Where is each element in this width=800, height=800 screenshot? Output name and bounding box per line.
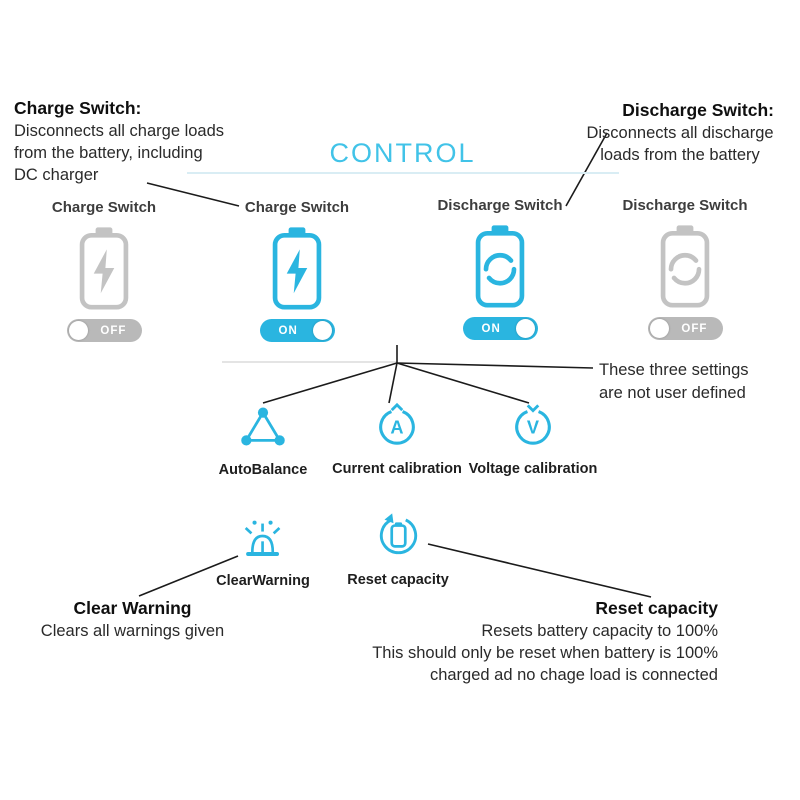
annotation-line: from the battery, including: [14, 144, 203, 162]
reset-capacity-control[interactable]: Reset capacity: [330, 512, 466, 588]
current-calibration-letter: A: [390, 418, 403, 438]
current-calibration-label: Current calibration: [332, 461, 462, 477]
autobalance-icon: [241, 407, 285, 446]
clear-warning-control[interactable]: ClearWarning: [195, 512, 331, 589]
toggle-knob: [516, 319, 535, 338]
discharge-switch-off-block: Discharge Switch OFF: [610, 197, 760, 340]
discharge-switch-annotation: Discharge Switch: Disconnects all discha…: [586, 98, 774, 166]
annotation-heading: Clear Warning: [73, 598, 192, 618]
clear-warning-annotation: Clear Warning Clears all warnings given: [35, 596, 230, 642]
line-fan-voltage: [396, 362, 530, 404]
annotation-line: Disconnects all discharge: [586, 124, 774, 142]
toggle-state-label: ON: [278, 324, 298, 337]
voltage-calibration-label: Voltage calibration: [468, 461, 598, 477]
battery-discharge-off-icon: [660, 225, 710, 308]
voltage-calibration-icon: V: [515, 404, 551, 445]
switch-label: Discharge Switch: [622, 197, 748, 214]
page-title: CONTROL: [329, 138, 476, 168]
charge-switch-off-block: Charge Switch OFF: [29, 199, 179, 342]
reset-capacity-icon: [379, 513, 417, 555]
voltage-calibration-letter: V: [527, 418, 539, 438]
annotation-line: loads from the battery: [600, 146, 760, 164]
switch-label: Discharge Switch: [437, 197, 563, 214]
charge-switch-on-block: Charge Switch ON: [222, 199, 372, 342]
reset-capacity-label: Reset capacity: [347, 572, 449, 588]
annotation-line: are not user defined: [599, 384, 746, 402]
annotation-heading: Charge Switch:: [14, 98, 142, 118]
line-fan-note: [396, 362, 594, 369]
clear-warning-label: ClearWarning: [216, 573, 310, 589]
toggle-state-label: OFF: [100, 324, 127, 337]
line-fan-current: [388, 362, 398, 404]
switch-label: Charge Switch: [244, 199, 350, 216]
title-underline: [187, 172, 619, 174]
toggle-knob: [313, 321, 332, 340]
autobalance-control[interactable]: AutoBalance: [195, 404, 331, 478]
battery-charge-on-icon: [272, 227, 322, 310]
battery-discharge-on-icon: [475, 225, 525, 308]
voltage-calibration-control[interactable]: V Voltage calibration: [465, 402, 601, 477]
charge-switch-toggle-off[interactable]: OFF: [66, 319, 142, 342]
charge-switch-annotation: Charge Switch: Disconnects all charge lo…: [14, 96, 254, 186]
toggle-knob: [650, 319, 669, 338]
annotation-line: Clears all warnings given: [40, 622, 225, 640]
annotation-line: charged ad no chage load is connected: [429, 666, 718, 684]
toggle-state-label: ON: [481, 322, 501, 335]
autobalance-label: AutoBalance: [218, 462, 308, 478]
annotation-line: This should only be reset when battery i…: [372, 644, 718, 662]
discharge-switch-toggle-off[interactable]: OFF: [647, 317, 723, 340]
battery-charge-off-icon: [79, 227, 129, 310]
settings-note: These three settings are not user define…: [599, 359, 779, 405]
discharge-switch-on-block: Discharge Switch ON: [425, 197, 575, 340]
current-calibration-control[interactable]: A Current calibration: [329, 402, 465, 477]
toggle-knob: [69, 321, 88, 340]
annotation-line: These three settings: [599, 361, 749, 379]
annotation-line: DC charger: [14, 166, 99, 184]
discharge-switch-toggle-on[interactable]: ON: [462, 317, 538, 340]
switch-label: Charge Switch: [51, 199, 157, 216]
annotation-heading: Reset capacity: [595, 598, 718, 618]
annotation-line: Disconnects all charge loads: [14, 122, 225, 140]
clear-warning-icon: [244, 520, 281, 556]
charge-switch-toggle-on[interactable]: ON: [259, 319, 335, 342]
toggle-state-label: OFF: [681, 322, 708, 335]
current-calibration-icon: A: [379, 402, 415, 445]
line-fan-autobalance: [262, 362, 398, 404]
reset-capacity-annotation: Reset capacity Resets battery capacity t…: [338, 596, 718, 686]
annotation-heading: Discharge Switch:: [622, 100, 774, 120]
annotation-line: Resets battery capacity to 100%: [481, 622, 718, 640]
